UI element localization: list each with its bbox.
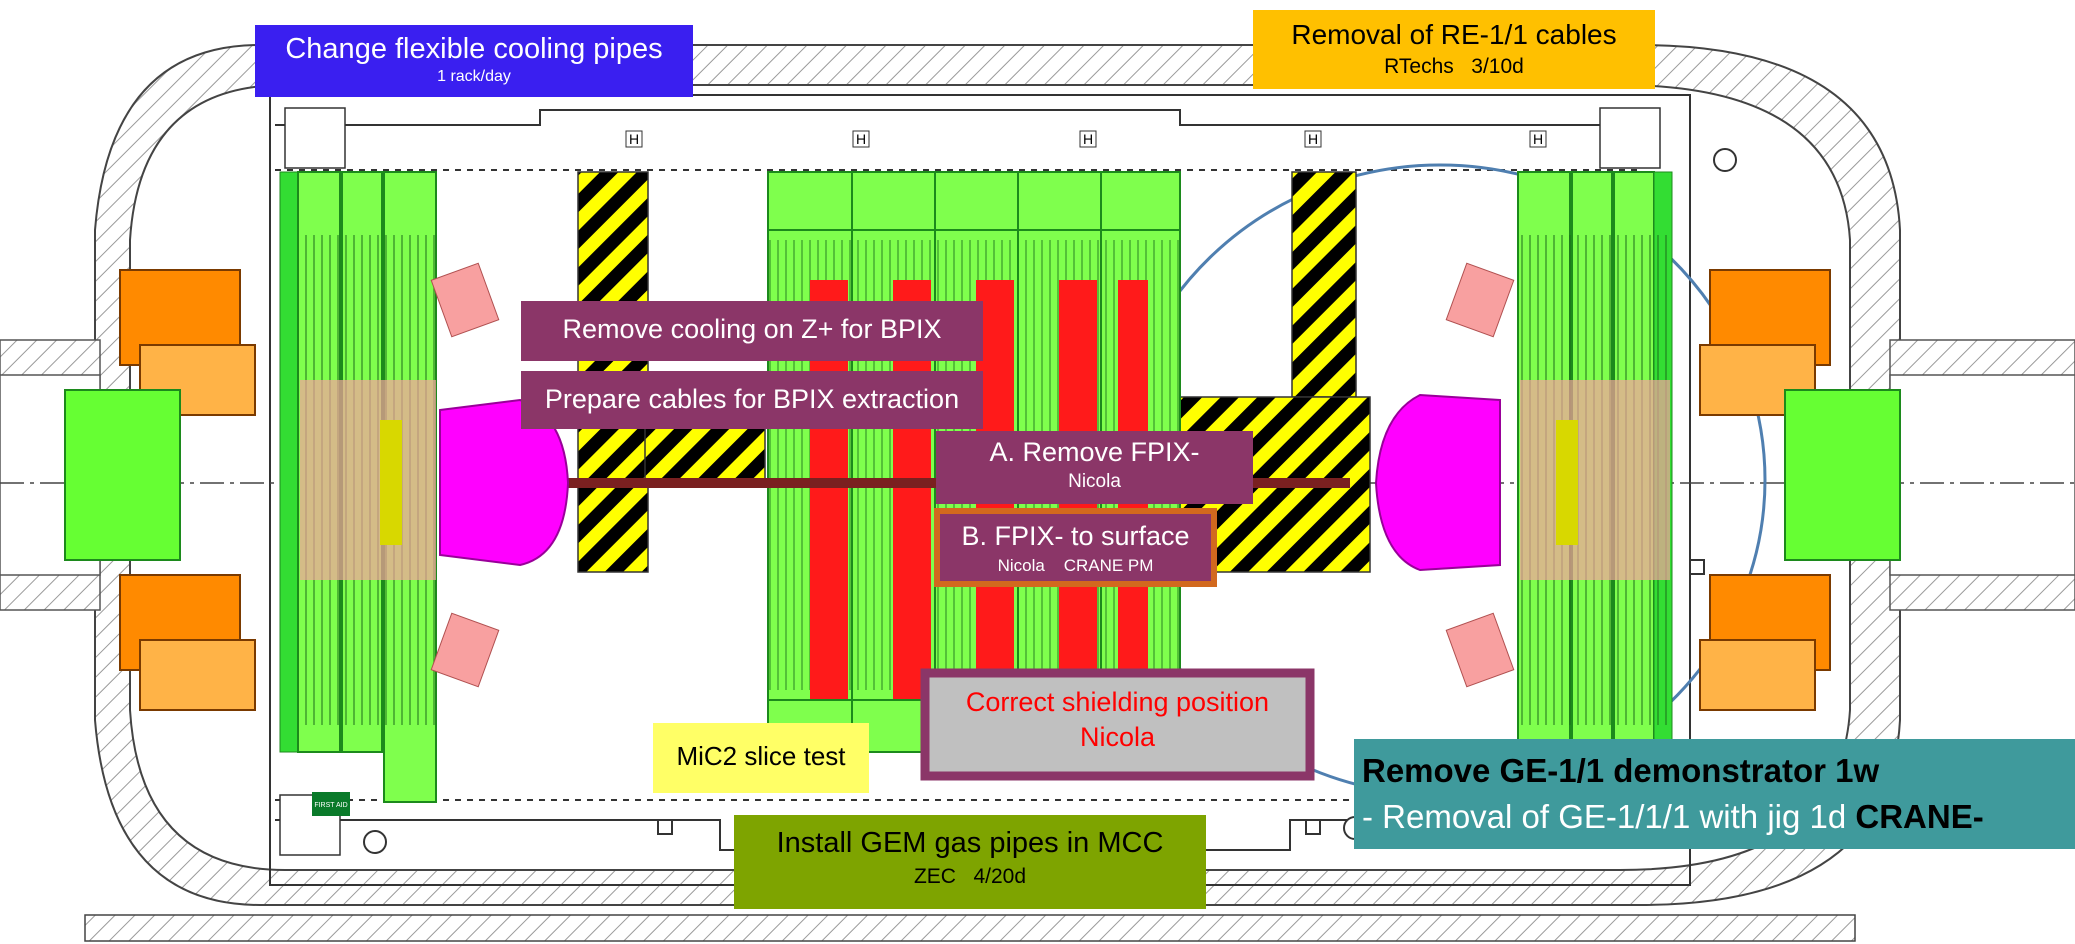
ge11-label: Remove GE-1/1 demonstrator 1w - Removal … (1354, 739, 2075, 849)
fpix-surface-title: B. FPIX- to surface (961, 521, 1190, 551)
re-cables-title: Removal of RE-1/1 cables (1291, 19, 1617, 50)
ge11-title: Remove GE-1/1 demonstrator 1w (1362, 752, 1880, 789)
shielding-label: Correct shielding position Nicola (925, 673, 1310, 776)
floor-slab (84, 914, 1856, 942)
cooling-pipes-rate: 1 rack/day (437, 68, 511, 86)
svg-text:FIRST AID: FIRST AID (314, 802, 347, 809)
first-aid-sign: FIRST AID (312, 792, 350, 816)
remove-cooling-title: Remove cooling on Z+ for BPIX (562, 314, 942, 344)
svg-text:H: H (856, 131, 866, 147)
gem-gas-schedule: ZEC 4/20d (913, 865, 1027, 889)
svg-text:H: H (1308, 131, 1318, 147)
remove-fpix-owner: Nicola (1068, 471, 1121, 493)
mic2-label: MiC2 slice test (653, 723, 869, 793)
prepare-cables-title: Prepare cables for BPIX extraction (544, 384, 960, 414)
shielding-owner: Nicola (1079, 722, 1156, 753)
prepare-cables-label: Prepare cables for BPIX extraction (521, 371, 983, 429)
stairs (279, 107, 1661, 856)
svg-text:H: H (629, 131, 639, 147)
endcap-right (1445, 171, 1673, 753)
label-backgrounds (255, 10, 2075, 909)
forward-blocks (64, 389, 1901, 561)
svg-text:H: H (1533, 131, 1543, 147)
ge11-crane-tag: CRANE- (1855, 797, 1984, 835)
remove-cooling-label: Remove cooling on Z+ for BPIX (521, 301, 983, 361)
mic2-title: MiC2 slice test (676, 741, 846, 771)
svg-text:H: H (1083, 131, 1093, 147)
remove-fpix-title: A. Remove FPIX- (989, 437, 1200, 467)
magnet-blocks (119, 269, 1831, 711)
h-markers: H H H H H (625, 130, 1547, 148)
gem-gas-title: Install GEM gas pipes in MCC (776, 827, 1164, 859)
shielding-title: Correct shielding position (965, 687, 1270, 717)
ge11-task-text: - Removal of GE-1/1/1 with jig 1d (1362, 797, 1856, 835)
fpix-surface-owner: Nicola CRANE PM (997, 556, 1154, 576)
ge11-task-line: - Removal of GE-1/1/1 with jig 1d CRANE- (1362, 798, 2075, 836)
gem-gas-label: Install GEM gas pipes in MCC ZEC 4/20d (734, 815, 1206, 909)
re-cables-schedule: RTechs 3/10d (1384, 55, 1524, 79)
cooling-pipes-title: Change flexible cooling pipes (285, 33, 663, 65)
fpix-surface-label: B. FPIX- to surface Nicola CRANE PM (937, 511, 1214, 584)
cooling-pipes-label: Change flexible cooling pipes 1 rack/day (255, 25, 693, 97)
re-cables-label: Removal of RE-1/1 cables RTechs 3/10d (1253, 10, 1655, 89)
remove-fpix-label: A. Remove FPIX- Nicola (936, 431, 1253, 504)
